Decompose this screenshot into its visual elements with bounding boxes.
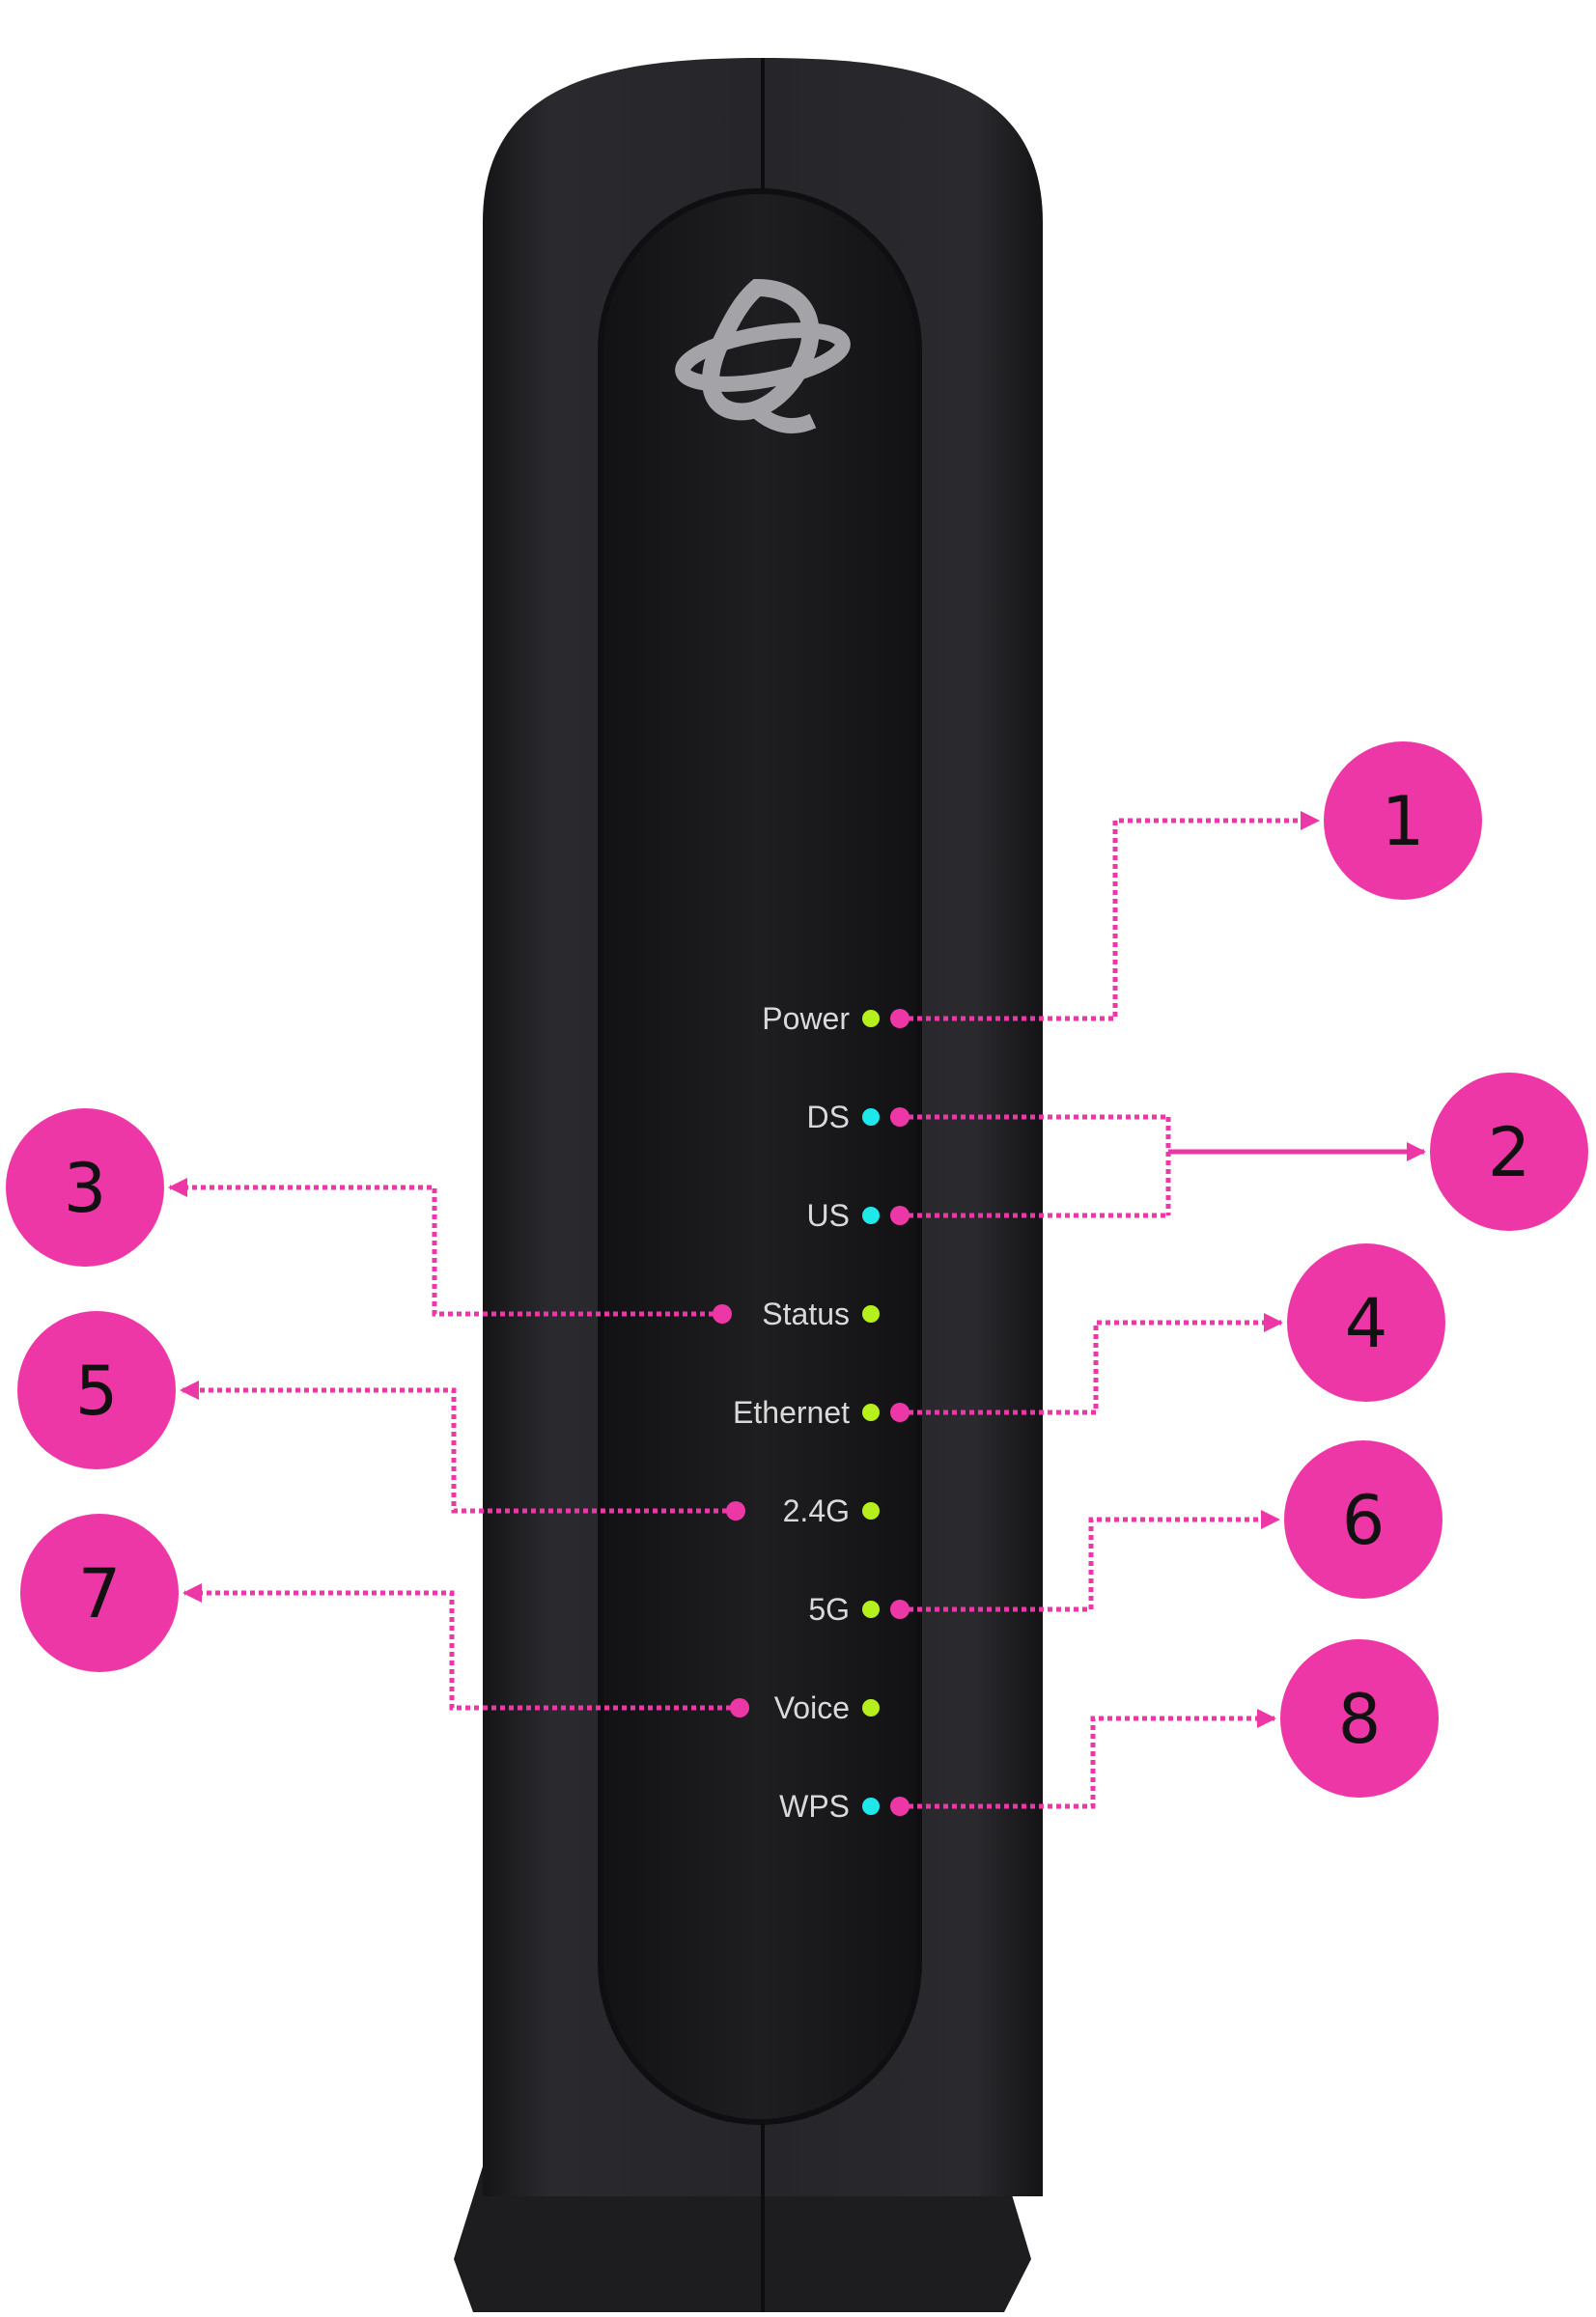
callout-circle-1 [1324, 741, 1482, 900]
led-label-ds: DS [807, 1100, 850, 1134]
callout-circle-6 [1284, 1440, 1442, 1599]
led-us: US [807, 1198, 880, 1233]
leader-line-2-4g [180, 1381, 736, 1514]
leader-callout-6 [890, 1510, 1280, 1619]
led-label-us: US [807, 1198, 850, 1233]
leader-line-status [168, 1178, 722, 1317]
led-label-2-4g: 2.4G [783, 1493, 850, 1528]
callout-5: 5 [17, 1311, 176, 1469]
callout-7: 7 [20, 1514, 179, 1672]
led-2-4g: 2.4G [783, 1493, 880, 1528]
callout-number-5: 5 [75, 1352, 119, 1431]
callout-circle-4 [1287, 1243, 1445, 1402]
callout-number-6: 6 [1342, 1481, 1386, 1560]
callout-number-1: 1 [1382, 782, 1425, 861]
callout-circle-5 [17, 1311, 176, 1469]
leader-lines [168, 811, 1426, 1816]
callout-8: 8 [1280, 1639, 1439, 1798]
callout-number-8: 8 [1338, 1680, 1382, 1759]
callout-number-3: 3 [64, 1149, 107, 1228]
led-indicator-5g [862, 1601, 880, 1618]
leader-line-wps [900, 1709, 1276, 1809]
leader-line-power [900, 811, 1320, 1021]
callout-circle-3 [6, 1108, 164, 1267]
leader-callout-2 [890, 1107, 1426, 1225]
leader-callout-8 [890, 1709, 1276, 1816]
led-power: Power [762, 1001, 880, 1036]
led-ds: DS [807, 1100, 880, 1134]
leader-line-ethernet [900, 1313, 1283, 1415]
led-status: Status [762, 1297, 880, 1331]
device-front-panel [598, 188, 922, 2125]
led-label-voice: Voice [774, 1690, 850, 1725]
callout-markers: 1 2 3 4 5 6 7 8 [6, 741, 1588, 1798]
leader-line-voice [182, 1583, 740, 1711]
led-ethernet: Ethernet [733, 1395, 880, 1430]
led-indicator-2-4g [862, 1502, 880, 1520]
led-label-wps: WPS [779, 1789, 850, 1824]
callout-circle-2 [1430, 1073, 1588, 1231]
callout-circle-7 [20, 1514, 179, 1672]
led-voice: Voice [774, 1690, 880, 1725]
leader-callout-4 [890, 1313, 1283, 1422]
callout-circle-8 [1280, 1639, 1439, 1798]
callout-1: 1 [1324, 741, 1482, 900]
leader-line-5g [900, 1510, 1280, 1612]
led-label-status: Status [762, 1297, 850, 1331]
leader-callout-5 [180, 1381, 745, 1521]
led-indicator-voice [862, 1699, 880, 1717]
leader-callout-1 [890, 811, 1320, 1028]
led-label-5g: 5G [808, 1592, 850, 1627]
leader-callout-7 [182, 1583, 749, 1717]
led-label-ethernet: Ethernet [733, 1395, 850, 1430]
led-indicator-us [862, 1207, 880, 1224]
led-indicator-wps [862, 1798, 880, 1815]
callout-number-4: 4 [1345, 1284, 1388, 1363]
leader-callout-3 [168, 1178, 732, 1324]
brand-logo-icon [675, 278, 851, 433]
led-indicator-status [862, 1305, 880, 1323]
led-wps: WPS [779, 1789, 880, 1824]
callout-number-2: 2 [1488, 1113, 1531, 1192]
callout-6: 6 [1284, 1440, 1442, 1599]
led-indicator-ds [862, 1108, 880, 1126]
callout-2: 2 [1430, 1073, 1588, 1231]
callout-number-7: 7 [78, 1554, 122, 1633]
callout-4: 4 [1287, 1243, 1445, 1402]
led-label-power: Power [762, 1001, 850, 1036]
callout-3: 3 [6, 1108, 164, 1267]
led-indicator-ethernet [862, 1404, 880, 1421]
led-indicator-power [862, 1010, 880, 1027]
led-5g: 5G [808, 1592, 880, 1627]
